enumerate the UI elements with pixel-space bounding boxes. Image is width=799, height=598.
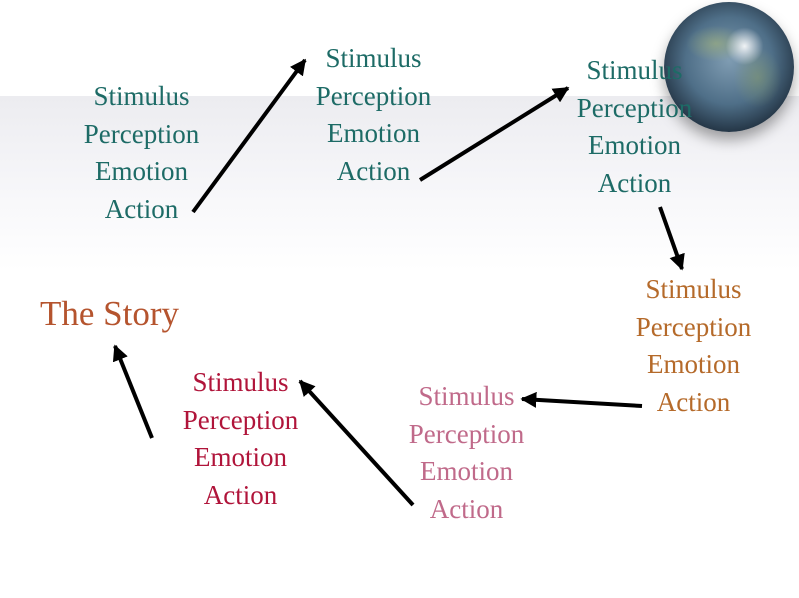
cycle-block-5: Stimulus Perception Emotion Action (399, 378, 534, 528)
block-line-emotion: Emotion (194, 442, 287, 472)
block-line-stimulus: Stimulus (93, 81, 190, 111)
block-line-stimulus: Stimulus (586, 55, 683, 85)
globe-image (664, 2, 794, 132)
block-line-action: Action (203, 479, 278, 510)
block-line-perception: Perception (315, 80, 432, 111)
block-line-stimulus: Stimulus (418, 381, 515, 411)
block-line-action: Action (429, 493, 504, 524)
cycle-block-3: Stimulus Perception Emotion Action (567, 52, 702, 202)
block-line-action: Action (656, 386, 731, 417)
block-line-stimulus: Stimulus (192, 367, 289, 397)
cycle-block-2: Stimulus Perception Emotion Action (306, 40, 441, 190)
block-line-action: Action (336, 155, 411, 186)
arrow-2-to-3 (418, 86, 570, 182)
block-line-emotion: Emotion (95, 156, 188, 186)
block-line-emotion: Emotion (647, 349, 740, 379)
block-line-emotion: Emotion (327, 118, 420, 148)
block-line-perception: Perception (408, 418, 525, 449)
arrow-1-to-2 (191, 58, 307, 214)
arrow-5-to-6 (298, 379, 415, 507)
arrow-3-to-4 (658, 206, 685, 271)
cycle-block-4: Stimulus Perception Emotion Action (626, 271, 761, 421)
arrow-4-to-5 (520, 391, 643, 408)
block-line-perception: Perception (182, 404, 299, 435)
arrow-6-to-title (112, 344, 154, 439)
diagram-title: The Story (40, 294, 180, 333)
block-line-perception: Perception (576, 92, 693, 123)
block-line-perception: Perception (635, 311, 752, 342)
block-line-perception: Perception (83, 118, 200, 149)
header-band (0, 96, 799, 271)
block-line-action: Action (597, 167, 672, 198)
cycle-block-1: Stimulus Perception Emotion Action (74, 78, 209, 228)
block-line-emotion: Emotion (420, 456, 513, 486)
block-line-action: Action (104, 193, 179, 224)
block-line-emotion: Emotion (588, 130, 681, 160)
block-line-stimulus: Stimulus (645, 274, 742, 304)
cycle-block-6: Stimulus Perception Emotion Action (173, 364, 308, 514)
block-line-stimulus: Stimulus (325, 43, 422, 73)
